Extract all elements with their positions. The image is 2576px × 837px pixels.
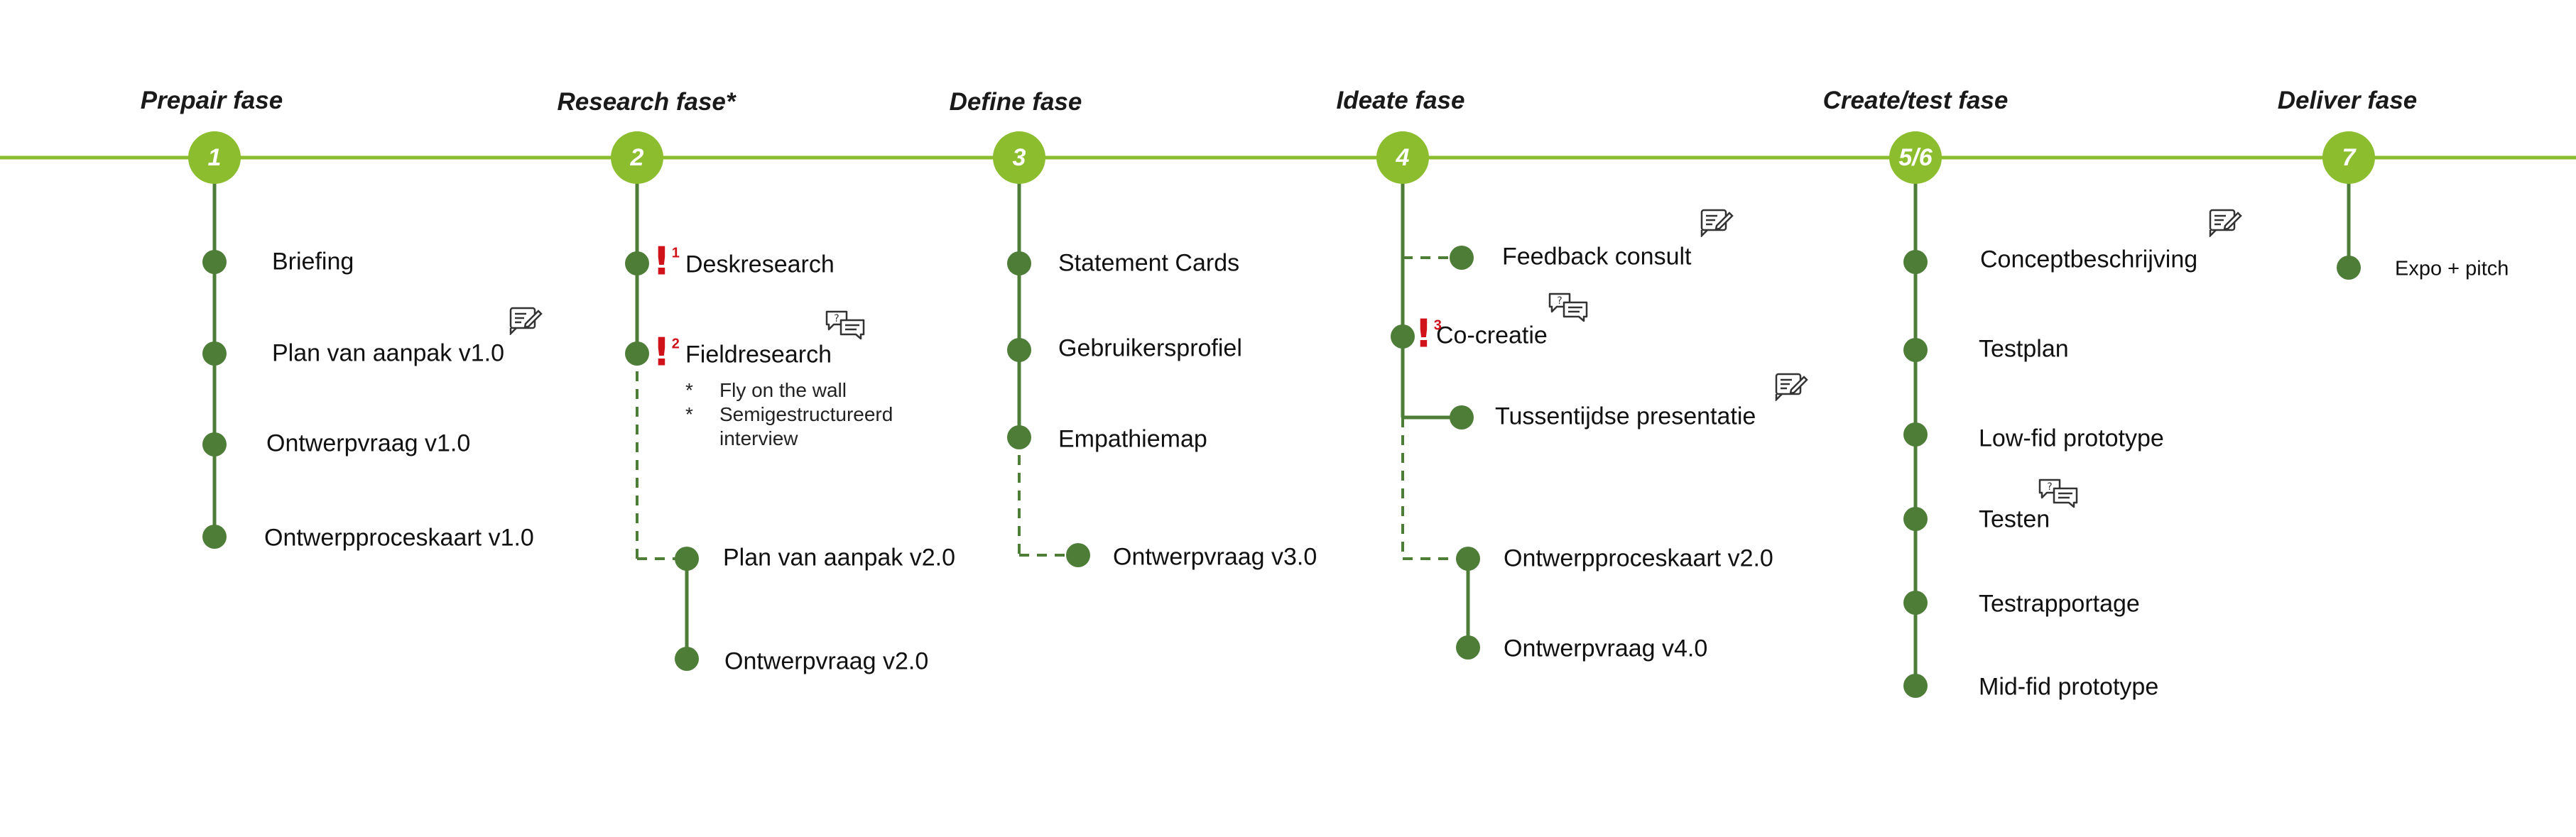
phase-title: Deliver fase bbox=[2277, 87, 2418, 114]
item-feedback-consult: Feedback consult bbox=[1502, 243, 1692, 270]
node bbox=[1903, 250, 1928, 274]
document-edit-icon bbox=[1775, 373, 1808, 401]
node bbox=[1007, 425, 1031, 449]
svg-text:?: ? bbox=[834, 313, 839, 324]
item-briefing: Briefing bbox=[272, 248, 354, 275]
node bbox=[202, 432, 227, 456]
item-testplan: Testplan bbox=[1979, 335, 2069, 363]
item-deskresearch: Deskresearch bbox=[685, 251, 835, 278]
document-edit-icon bbox=[2209, 209, 2242, 237]
item-mid-fid-prototype: Mid-fid prototype bbox=[1979, 673, 2159, 701]
node bbox=[625, 341, 649, 366]
bullet: * bbox=[685, 403, 693, 425]
node bbox=[1903, 591, 1928, 615]
node bbox=[675, 647, 699, 671]
phase-title: Define fase bbox=[949, 88, 1082, 116]
item-empathiemap: Empathiemap bbox=[1058, 425, 1207, 453]
node bbox=[202, 250, 227, 274]
node bbox=[1903, 507, 1928, 531]
node bbox=[2337, 256, 2361, 280]
item-plan-van-aanpak-v2: Plan van aanpak v2.0 bbox=[723, 544, 956, 571]
phase-title: Create/test fase bbox=[1822, 87, 2009, 114]
phase-title: Research fase* bbox=[557, 88, 736, 116]
node bbox=[1391, 324, 1415, 349]
node bbox=[202, 341, 227, 366]
conversation-icon: ? bbox=[1548, 292, 1588, 322]
item-ontwerpvraag-v3: Ontwerpvraag v3.0 bbox=[1113, 543, 1317, 571]
node bbox=[1903, 674, 1928, 698]
item-ontwerpvraag-v1: Ontwerpvraag v1.0 bbox=[266, 430, 471, 457]
bullet: * bbox=[685, 379, 693, 401]
exclamation-icon: !2 bbox=[653, 329, 680, 375]
phase-title: Prepair fase bbox=[140, 87, 283, 114]
item-ontwerpproceskaart-v2: Ontwerpproceskaart v2.0 bbox=[1504, 545, 1773, 572]
item-ontwerpvraag-v4: Ontwerpvraag v4.0 bbox=[1504, 635, 1708, 662]
phase-number: 7 bbox=[2322, 131, 2375, 184]
exclamation-icon: !1 bbox=[653, 239, 680, 284]
phase-number: 4 bbox=[1376, 131, 1429, 184]
phase-number: 1 bbox=[188, 131, 241, 184]
document-edit-icon bbox=[509, 307, 543, 335]
phase-title: Ideate fase bbox=[1336, 87, 1465, 114]
document-edit-icon bbox=[1700, 209, 1734, 237]
node bbox=[1007, 338, 1031, 362]
node bbox=[202, 525, 227, 549]
node bbox=[1007, 251, 1031, 275]
svg-text:?: ? bbox=[1557, 295, 1562, 307]
sub-item: Semigestructureerd interview bbox=[719, 403, 893, 449]
node bbox=[625, 251, 649, 275]
svg-text:?: ? bbox=[2047, 481, 2052, 493]
item-co-creatie: Co-creatie bbox=[1436, 322, 1548, 349]
node bbox=[1456, 635, 1480, 660]
item-ontwerpproceskaart-v1: Ontwerpproceskaart v1.0 bbox=[264, 524, 534, 552]
item-fieldresearch: Fieldresearch bbox=[685, 341, 832, 368]
item-ontwerpvraag-v2: Ontwerpvraag v2.0 bbox=[724, 647, 929, 675]
item-statement-cards: Statement Cards bbox=[1058, 249, 1240, 277]
sub-item: Fly on the wall bbox=[719, 379, 847, 401]
item-gebruikersprofiel: Gebruikersprofiel bbox=[1058, 334, 1242, 362]
item-testrapportage: Testrapportage bbox=[1979, 590, 2140, 618]
item-conceptbeschrijving: Conceptbeschrijving bbox=[1980, 246, 2198, 273]
fieldresearch-sub-list: * Fly on the wall * Semigestructureerd int… bbox=[685, 378, 954, 451]
item-plan-van-aanpak-v1: Plan van aanpak v1.0 bbox=[272, 339, 505, 367]
conversation-icon: ? bbox=[825, 310, 865, 340]
item-low-fid-prototype: Low-fid prototype bbox=[1979, 425, 2164, 452]
item-tussentijdse-presentatie: Tussentijdse presentatie bbox=[1495, 403, 1756, 430]
phase-number: 5/6 bbox=[1889, 131, 1942, 184]
node bbox=[1903, 422, 1928, 447]
item-testen: Testen bbox=[1979, 505, 2050, 533]
exclamation-icon: !3 bbox=[1415, 311, 1442, 356]
node bbox=[675, 547, 699, 571]
phase-number: 2 bbox=[611, 131, 663, 184]
item-expo-pitch: Expo + pitch bbox=[2395, 257, 2509, 280]
conversation-icon: ? bbox=[2038, 478, 2078, 508]
phase-number: 3 bbox=[993, 131, 1045, 184]
node bbox=[1450, 246, 1474, 270]
node bbox=[1456, 547, 1480, 571]
node bbox=[1903, 338, 1928, 362]
node bbox=[1066, 543, 1090, 567]
node bbox=[1450, 405, 1474, 430]
